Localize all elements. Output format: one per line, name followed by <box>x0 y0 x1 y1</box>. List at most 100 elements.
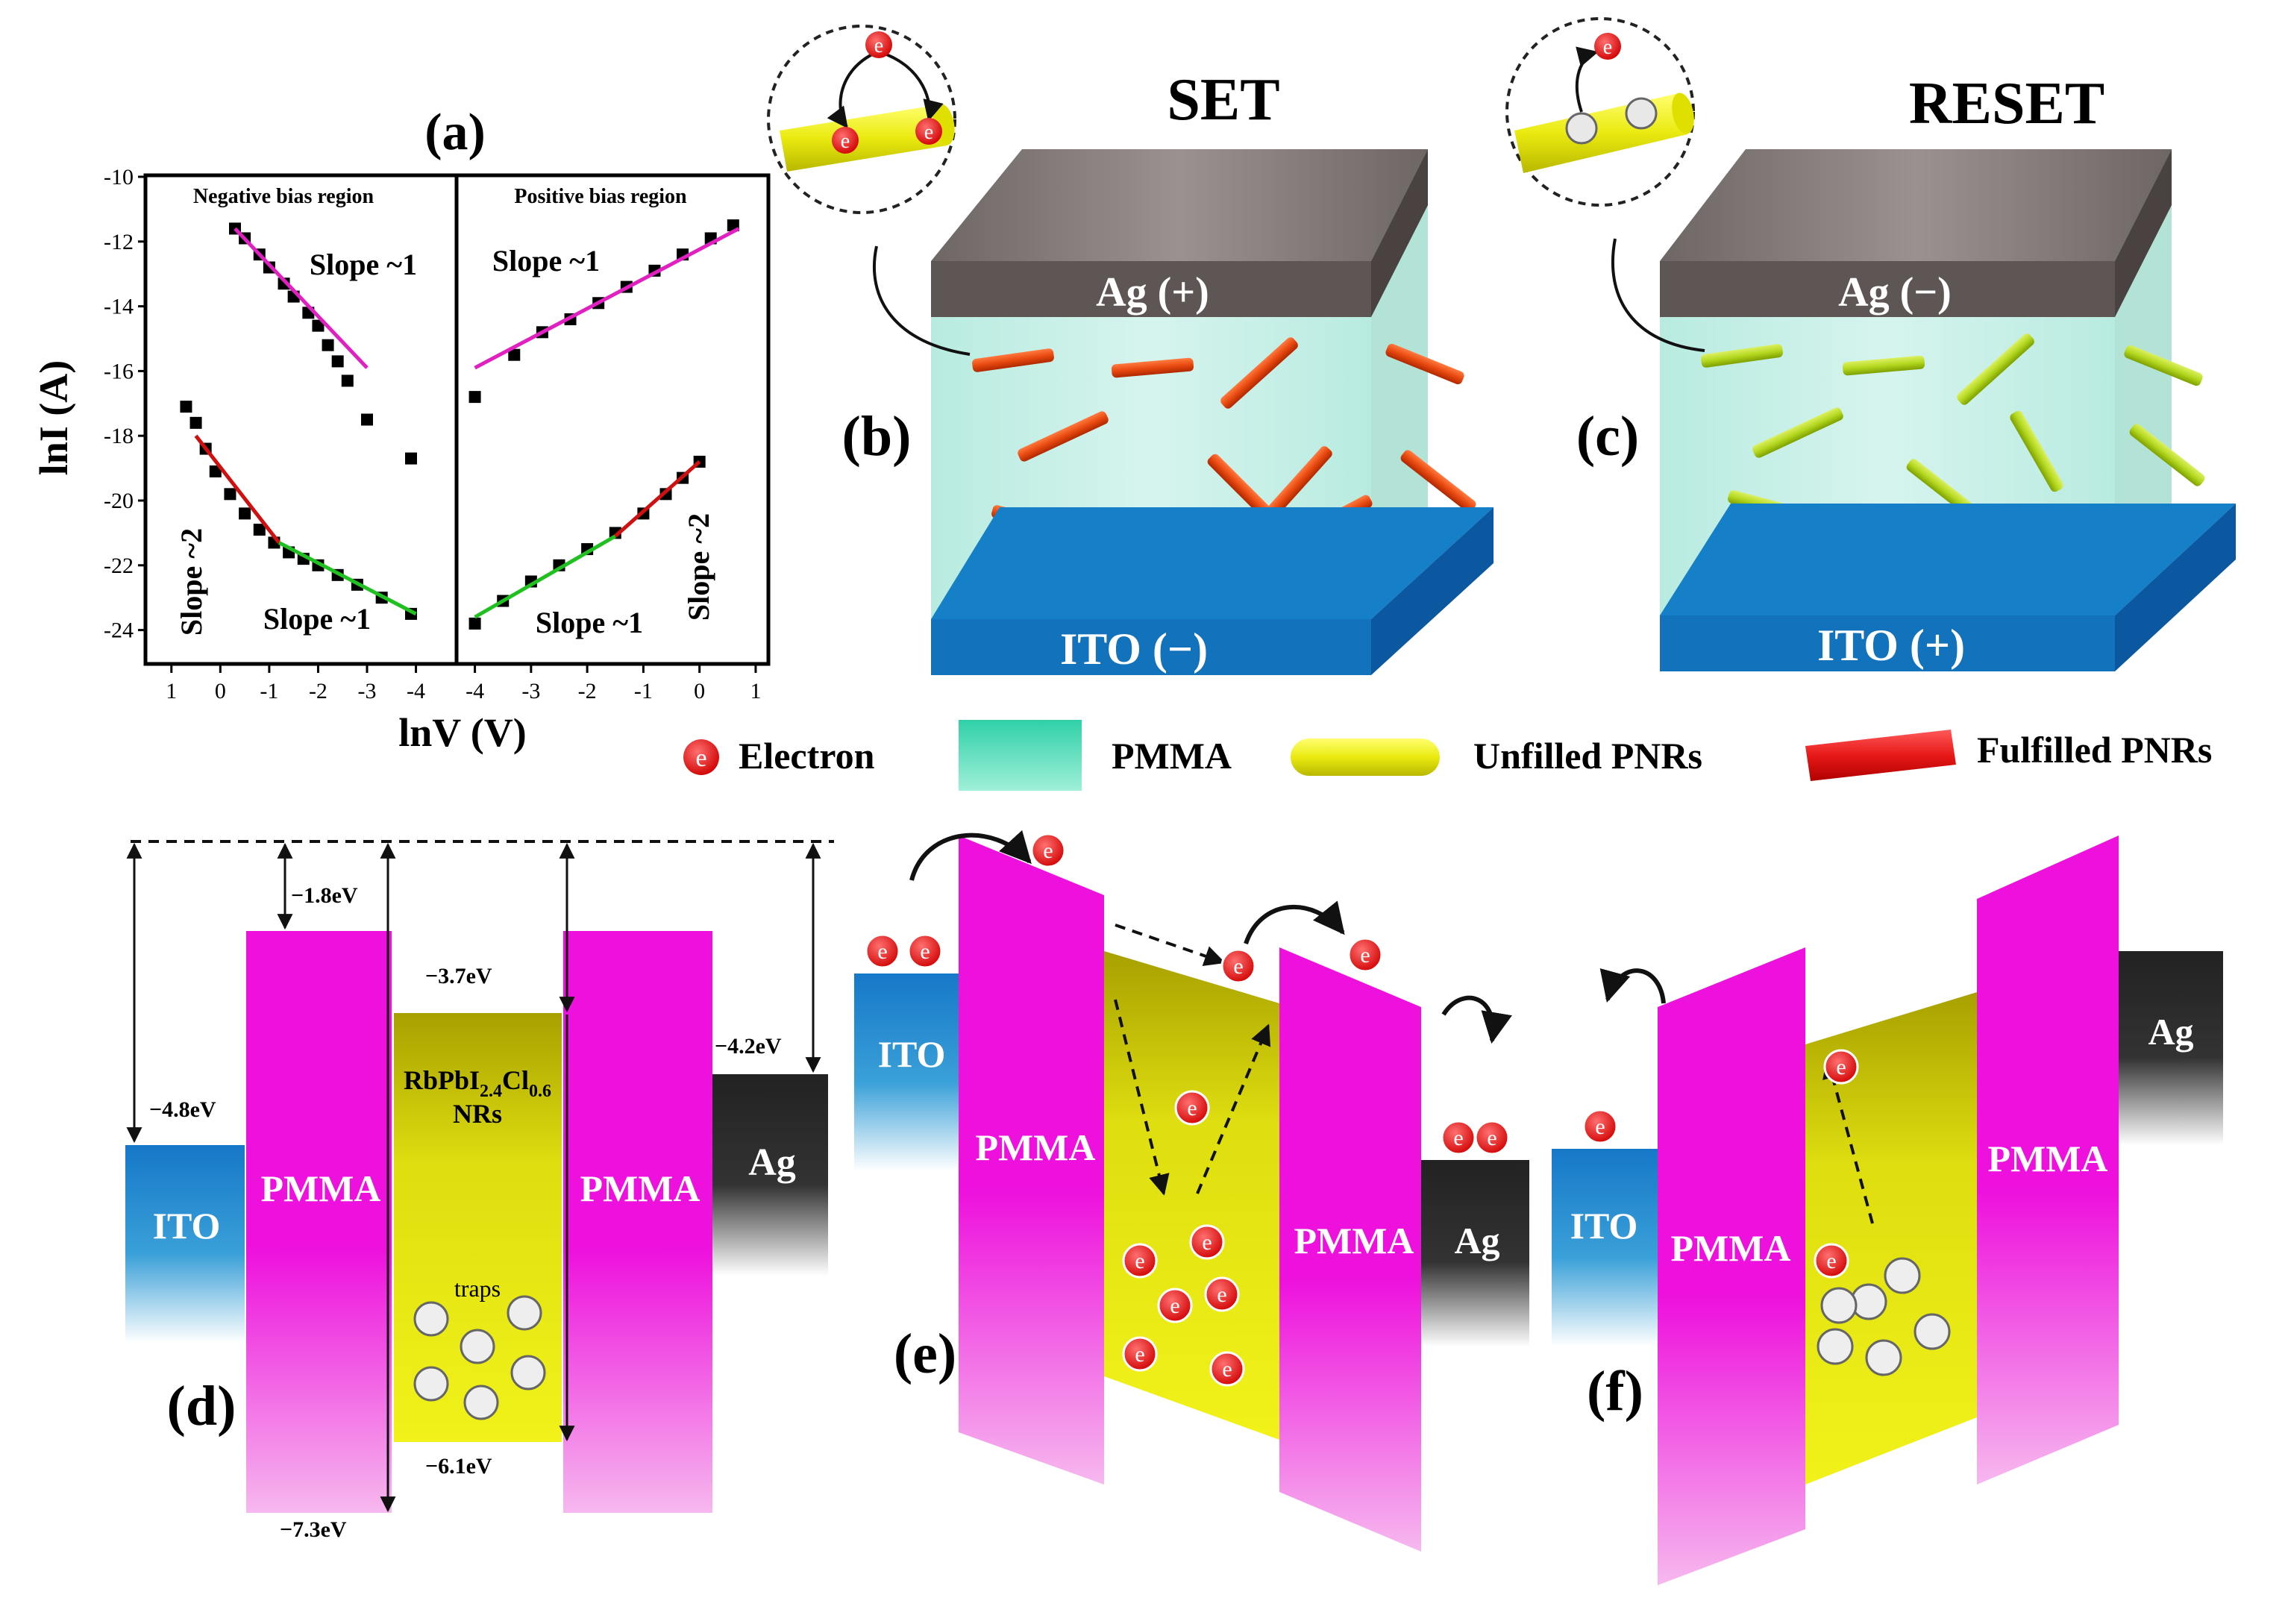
reset-title: RESET <box>1909 71 2104 137</box>
data-point <box>239 507 251 520</box>
x-tick-label: 1 <box>166 679 177 703</box>
y-tick-label: -24 <box>104 618 134 643</box>
f-arrow-hop <box>1599 968 1666 1004</box>
electron-symbol: e <box>1487 1126 1496 1150</box>
plot-title-negative: Negative bias region <box>193 185 374 208</box>
fit-line <box>233 227 369 369</box>
e-pmma-right-label: PMMA <box>1294 1220 1414 1261</box>
svg-text:e: e <box>841 130 850 153</box>
electron-symbol: e <box>920 939 930 964</box>
electron-icon: e <box>1122 1243 1158 1279</box>
reset-ito-front <box>1660 615 2115 671</box>
data-point <box>405 452 417 465</box>
unfilled-nanorod <box>2124 345 2203 386</box>
panel-label-d: (d) <box>167 1375 236 1438</box>
panel-label-e: (e) <box>894 1323 956 1385</box>
f-ito-label: ITO <box>1570 1205 1638 1247</box>
e-ag-block <box>1421 1160 1529 1346</box>
f-nr-block <box>1805 992 1977 1485</box>
fit-line <box>278 541 417 616</box>
x-tick-label: -4 <box>466 679 484 703</box>
electron-body <box>1030 833 1066 868</box>
d-pmma-left-label: PMMA <box>260 1167 380 1209</box>
unfilled-nanorod <box>1701 344 1783 368</box>
data-point <box>322 339 334 351</box>
electron-symbol: e <box>1043 838 1053 863</box>
set-ag-front <box>931 261 1371 317</box>
y-tick-label: -22 <box>104 554 134 578</box>
e-pmma-left-label: PMMA <box>975 1126 1095 1168</box>
y-tick-label: -20 <box>104 489 134 513</box>
electron-icon: e <box>865 31 892 58</box>
electron-icon: e <box>1204 1276 1240 1312</box>
electron-icon: e <box>832 127 859 154</box>
band-diagram-f: ITO PMMA PMMA Ag eee (f) <box>1552 835 2223 1585</box>
d-ito-label: ITO <box>153 1205 221 1247</box>
data-point <box>180 401 192 413</box>
fit-line <box>474 534 617 619</box>
f-pmma-right <box>1977 835 2119 1485</box>
fulfilled-nanorod <box>1111 357 1194 378</box>
legend-fulfilled-label: Fulfilled PNRs <box>1977 729 2212 771</box>
energy-label: −1.8eV <box>291 883 358 908</box>
d-pmma-right <box>563 931 712 1513</box>
energy-label: −4.2eV <box>715 1034 782 1059</box>
reset-inset-connector <box>1611 238 1705 352</box>
data-point <box>341 374 354 387</box>
energy-label: −3.7eV <box>425 964 492 988</box>
x-tick-label: -2 <box>578 679 597 703</box>
fulfilled-nanorod <box>1261 446 1332 524</box>
data-point <box>312 319 325 332</box>
annotation-slope-1c: Slope ~1 <box>492 244 600 278</box>
electron-icon: e <box>865 933 900 969</box>
data-point <box>468 617 481 630</box>
f-pmma-left <box>1658 947 1805 1585</box>
fulfilled-nanorod <box>1385 343 1464 385</box>
electron-symbol: e <box>1836 1055 1846 1079</box>
y-tick-label: -18 <box>104 424 134 448</box>
data-point <box>468 391 481 404</box>
electron-icon: e <box>1030 833 1066 868</box>
electron-icon: e <box>1209 1351 1245 1387</box>
f-ag-label: Ag <box>2148 1011 2193 1053</box>
set-inset-arrow-left <box>827 51 877 129</box>
f-ito-block <box>1552 1149 1658 1346</box>
electron-body <box>1220 948 1256 984</box>
electron-symbol: e <box>1217 1282 1226 1307</box>
legend-unfilled-label: Unfilled PNRs <box>1473 735 1702 777</box>
electron-body <box>1814 1243 1849 1279</box>
fit-line <box>614 460 701 538</box>
d-nr-label-2: NRs <box>453 1099 502 1129</box>
e-arrow-hop-1 <box>909 830 1032 881</box>
y-tick-label: -14 <box>104 295 134 319</box>
d-nr-label: RbPbI2.4Cl0.6 <box>404 1065 551 1101</box>
panel-label-c: (c) <box>1576 405 1639 468</box>
annotation-slope-1a: Slope ~1 <box>310 248 417 281</box>
x-tick-label: 0 <box>694 679 705 703</box>
e-arrow-dashed <box>1115 924 1226 967</box>
fit-line <box>474 227 740 370</box>
trap-icon <box>413 1366 449 1402</box>
y-tick-label: -10 <box>104 165 134 189</box>
d-ag-label: Ag <box>748 1141 796 1184</box>
trap-icon <box>1820 1287 1858 1324</box>
trap-icon <box>413 1301 449 1337</box>
e-ito-block <box>854 974 959 1171</box>
electron-icon: e <box>1347 937 1383 973</box>
e-ag-label: Ag <box>1454 1220 1499 1261</box>
f-pmma-left-label: PMMA <box>1670 1227 1790 1269</box>
electron-icon: e <box>1220 948 1256 984</box>
y-axis-label: lnI (A) <box>31 360 76 476</box>
reset-ito-side <box>2115 504 2236 671</box>
unfilled-nanorod <box>1842 355 1925 376</box>
trap-icon <box>1817 1328 1854 1365</box>
electron-icon: e <box>1441 1120 1476 1156</box>
electron-symbol: e <box>1170 1294 1179 1318</box>
energy-label: −7.3eV <box>280 1517 347 1542</box>
e-arrow-hop-2 <box>1244 900 1345 944</box>
reset-inset-arrow <box>1575 46 1599 113</box>
d-traps <box>413 1295 546 1420</box>
reset-ag-front <box>1660 261 2115 317</box>
data-point <box>331 355 344 368</box>
e-arrow-dashed <box>1114 999 1170 1196</box>
